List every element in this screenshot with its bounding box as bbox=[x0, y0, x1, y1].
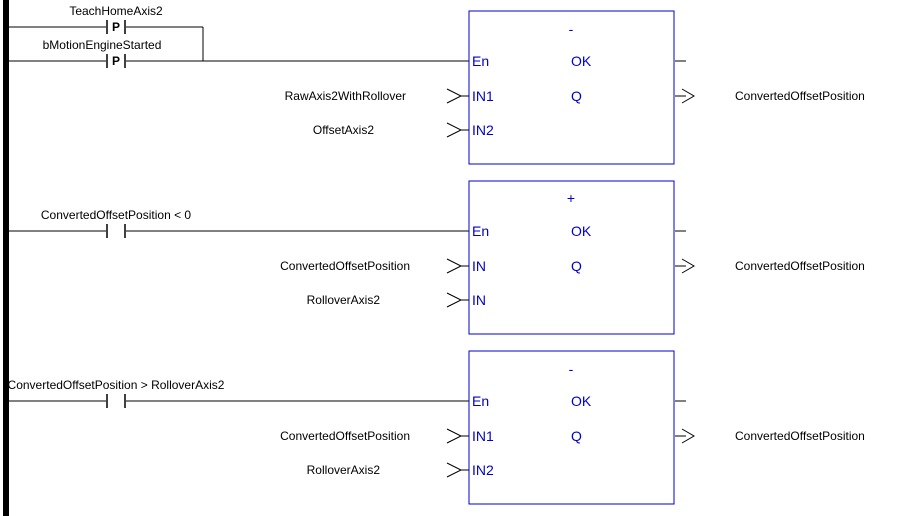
p-contact[interactable]: P bbox=[106, 20, 126, 34]
normally-open-contact[interactable] bbox=[106, 224, 126, 238]
output-variable[interactable]: ConvertedOffsetPosition bbox=[735, 259, 865, 273]
pin-q: Q bbox=[571, 258, 582, 274]
pin-ok: OK bbox=[571, 223, 592, 239]
pin-en: En bbox=[472, 393, 489, 409]
block-operator: - bbox=[569, 21, 574, 37]
input-variable[interactable]: ConvertedOffsetPosition bbox=[280, 429, 410, 443]
output-variable[interactable]: ConvertedOffsetPosition bbox=[735, 429, 865, 443]
pin-in: IN bbox=[472, 292, 486, 308]
add-function-block[interactable]: + En OK IN Q IN bbox=[468, 180, 675, 335]
subtract-function-block[interactable]: - En OK IN1 Q IN2 bbox=[468, 350, 675, 505]
input-variable[interactable]: RolloverAxis2 bbox=[307, 463, 381, 477]
input-variable[interactable]: ConvertedOffsetPosition bbox=[280, 259, 410, 273]
contact-variable-label: bMotionEngineStarted bbox=[43, 38, 162, 52]
rung-1: TeachHomeAxis2 P bMotionEngineStarted P … bbox=[9, 4, 865, 165]
contact-variable-label: ConvertedOffsetPosition > RolloverAxis2 bbox=[8, 378, 225, 392]
contact-type-label: P bbox=[112, 54, 120, 68]
subtract-function-block[interactable]: - En OK IN1 Q IN2 bbox=[468, 10, 675, 165]
input-variable[interactable]: OffsetAxis2 bbox=[313, 123, 374, 137]
p-contact[interactable]: P bbox=[106, 54, 126, 68]
block-operator: + bbox=[567, 190, 575, 206]
left-power-rail bbox=[3, 0, 9, 516]
pin-in2: IN2 bbox=[472, 122, 494, 138]
pin-in1: IN1 bbox=[472, 88, 494, 104]
rung-2: ConvertedOffsetPosition < 0 + En OK IN Q… bbox=[9, 180, 865, 335]
input-variable[interactable]: RolloverAxis2 bbox=[307, 293, 381, 307]
rung-3: ConvertedOffsetPosition > RolloverAxis2 … bbox=[8, 350, 865, 505]
contact-variable-label: TeachHomeAxis2 bbox=[69, 4, 163, 18]
pin-in2: IN2 bbox=[472, 462, 494, 478]
pin-en: En bbox=[472, 53, 489, 69]
output-variable[interactable]: ConvertedOffsetPosition bbox=[735, 89, 865, 103]
block-operator: - bbox=[569, 361, 574, 377]
pin-q: Q bbox=[571, 428, 582, 444]
pin-en: En bbox=[472, 223, 489, 239]
pin-ok: OK bbox=[571, 393, 592, 409]
normally-open-contact[interactable] bbox=[106, 394, 126, 408]
pin-q: Q bbox=[571, 88, 582, 104]
contact-variable-label: ConvertedOffsetPosition < 0 bbox=[41, 208, 192, 222]
contact-type-label: P bbox=[112, 20, 120, 34]
pin-in1: IN1 bbox=[472, 428, 494, 444]
input-variable[interactable]: RawAxis2WithRollover bbox=[285, 89, 406, 103]
pin-in: IN bbox=[472, 258, 486, 274]
pin-ok: OK bbox=[571, 53, 592, 69]
